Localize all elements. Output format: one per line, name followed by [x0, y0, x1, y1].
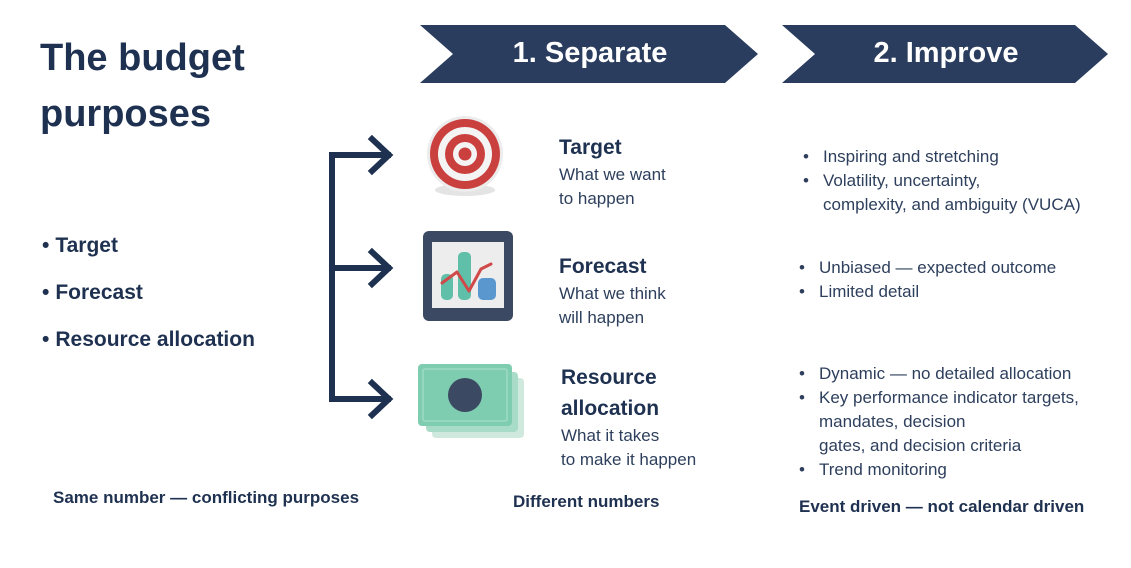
stage-separate-label: 1. Separate — [512, 37, 668, 69]
stage-improve-chevron — [782, 25, 1108, 83]
page-title: The budget purposes — [40, 37, 245, 135]
bullet-item: Trend monitoring — [797, 458, 1079, 482]
item-target-description: What we want to happen — [559, 165, 666, 208]
purpose-item-resource-allocation: •Resource allocation — [42, 328, 255, 351]
stage-separate-chevron — [420, 25, 758, 83]
item-target-bullets: Inspiring and stretching Volatility, unc… — [801, 145, 1081, 217]
bullet-item: Volatility, uncertainty,complexity, and … — [801, 169, 1081, 217]
item-resource-allocation-bullets: Dynamic — no detailed allocation Key per… — [797, 362, 1079, 482]
bullet-item: Unbiased — expected outcome — [797, 256, 1056, 280]
item-target-heading: Target — [559, 136, 622, 159]
item-forecast-description: What we think will happen — [559, 284, 666, 327]
bullet-item: Key performance indicator targets, manda… — [797, 386, 1079, 458]
purpose-list: •Target •Forecast •Resource allocation — [42, 228, 255, 369]
item-resource-allocation-heading: Resource allocation — [561, 366, 660, 420]
item-forecast-heading: Forecast — [559, 255, 647, 278]
right-footer: Event driven — not calendar driven — [799, 497, 1085, 516]
bullet-item: Limited detail — [797, 280, 1056, 304]
money-icon — [418, 364, 524, 438]
item-resource-allocation-description: What it takes to make it happen — [561, 426, 697, 469]
bracket-arrows-icon — [329, 135, 394, 420]
item-forecast-bullets: Unbiased — expected outcome Limited deta… — [797, 256, 1056, 304]
purpose-item-target: •Target — [42, 234, 118, 257]
stage-improve-label: 2. Improve — [873, 37, 1019, 69]
chart-icon — [423, 231, 513, 321]
middle-footer: Different numbers — [513, 492, 660, 511]
left-footer: Same number — conflicting purposes — [53, 488, 360, 507]
bullet-item: Inspiring and stretching — [801, 145, 1081, 169]
target-icon — [427, 116, 503, 196]
bullet-item: Dynamic — no detailed allocation — [797, 362, 1079, 386]
purpose-item-forecast: •Forecast — [42, 281, 143, 304]
